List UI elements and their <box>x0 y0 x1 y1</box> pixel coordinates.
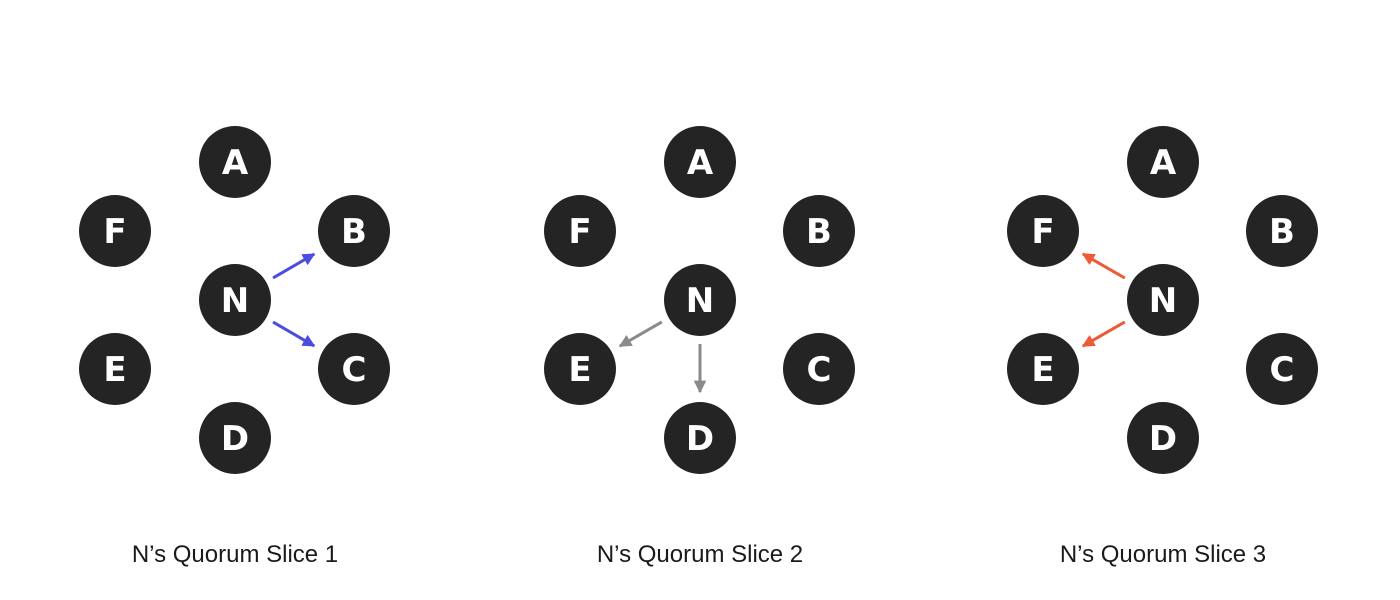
node-a: A <box>199 126 271 198</box>
node-circle <box>1127 126 1199 198</box>
node-e: E <box>544 333 616 405</box>
node-label: B <box>806 212 832 252</box>
node-circle <box>1246 195 1318 267</box>
node-d: D <box>199 402 271 474</box>
node-circle <box>1246 333 1318 405</box>
node-circle <box>783 195 855 267</box>
node-label: E <box>1031 350 1054 390</box>
node-label: D <box>1149 419 1177 459</box>
node-circle <box>199 264 271 336</box>
node-circle <box>79 333 151 405</box>
node-a: A <box>664 126 736 198</box>
quorum-slice-panel-3: A B C D E F N N’s Quorum Slice 3 <box>1007 126 1318 568</box>
node-circle <box>199 126 271 198</box>
node-label: B <box>1269 212 1295 252</box>
node-label: E <box>568 350 591 390</box>
node-a: A <box>1127 126 1199 198</box>
node-f: F <box>1007 195 1079 267</box>
node-label: D <box>686 419 714 459</box>
node-f: F <box>544 195 616 267</box>
node-d: D <box>1127 402 1199 474</box>
arrow-n-to-e <box>1081 320 1126 348</box>
node-label: C <box>807 350 832 390</box>
node-circle <box>1127 264 1199 336</box>
node-circle <box>79 195 151 267</box>
node-d: D <box>664 402 736 474</box>
node-f: F <box>79 195 151 267</box>
node-e: E <box>1007 333 1079 405</box>
arrow-n-to-f <box>1081 252 1126 280</box>
node-label: A <box>1150 143 1177 183</box>
node-n: N <box>199 264 271 336</box>
node-n: N <box>1127 264 1199 336</box>
quorum-slice-panel-1: A B C D E F N N’s Quorum Slice 1 <box>79 126 390 568</box>
node-circle <box>1007 333 1079 405</box>
arrow-n-to-e <box>618 320 663 348</box>
node-b: B <box>318 195 390 267</box>
panel-caption: N’s Quorum Slice 3 <box>1060 541 1266 568</box>
node-n: N <box>664 264 736 336</box>
node-b: B <box>1246 195 1318 267</box>
node-label: D <box>221 419 249 459</box>
node-b: B <box>783 195 855 267</box>
node-circle <box>1127 402 1199 474</box>
node-label: N <box>686 281 714 321</box>
node-circle <box>664 402 736 474</box>
node-label: F <box>103 212 126 252</box>
node-circle <box>544 195 616 267</box>
node-e: E <box>79 333 151 405</box>
node-label: B <box>341 212 367 252</box>
node-label: N <box>221 281 249 321</box>
node-circle <box>318 333 390 405</box>
arrow-n-to-b <box>272 252 316 280</box>
arrow-n-to-c <box>272 320 316 348</box>
node-circle <box>783 333 855 405</box>
node-label: C <box>342 350 367 390</box>
node-label: F <box>1031 212 1054 252</box>
node-label: E <box>103 350 126 390</box>
quorum-slice-panel-2: A B C D E F N N’s Quorum Slice 2 <box>544 126 855 568</box>
node-c: C <box>1246 333 1318 405</box>
node-circle <box>199 402 271 474</box>
node-label: A <box>687 143 714 183</box>
node-label: A <box>222 143 249 183</box>
panel-caption: N’s Quorum Slice 1 <box>132 541 338 568</box>
node-circle <box>318 195 390 267</box>
node-circle <box>664 264 736 336</box>
node-circle <box>664 126 736 198</box>
node-label: F <box>568 212 591 252</box>
node-c: C <box>783 333 855 405</box>
panel-caption: N’s Quorum Slice 2 <box>597 541 803 568</box>
node-label: N <box>1149 281 1177 321</box>
node-circle <box>1007 195 1079 267</box>
node-circle <box>544 333 616 405</box>
node-c: C <box>318 333 390 405</box>
node-label: C <box>1270 350 1295 390</box>
